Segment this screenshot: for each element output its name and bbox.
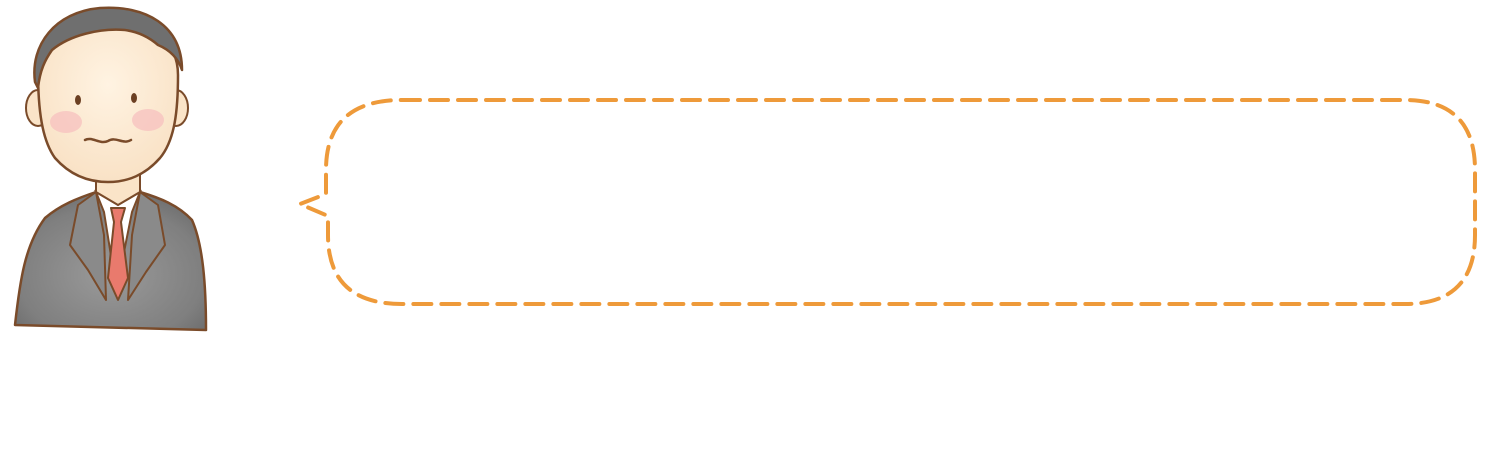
speech-bubble — [290, 90, 1485, 315]
speech-bubble-text — [360, 130, 1410, 270]
businessman-avatar-icon — [13, 6, 208, 332]
avatar — [0, 0, 220, 345]
speech-bubble-icon — [298, 98, 1477, 306]
